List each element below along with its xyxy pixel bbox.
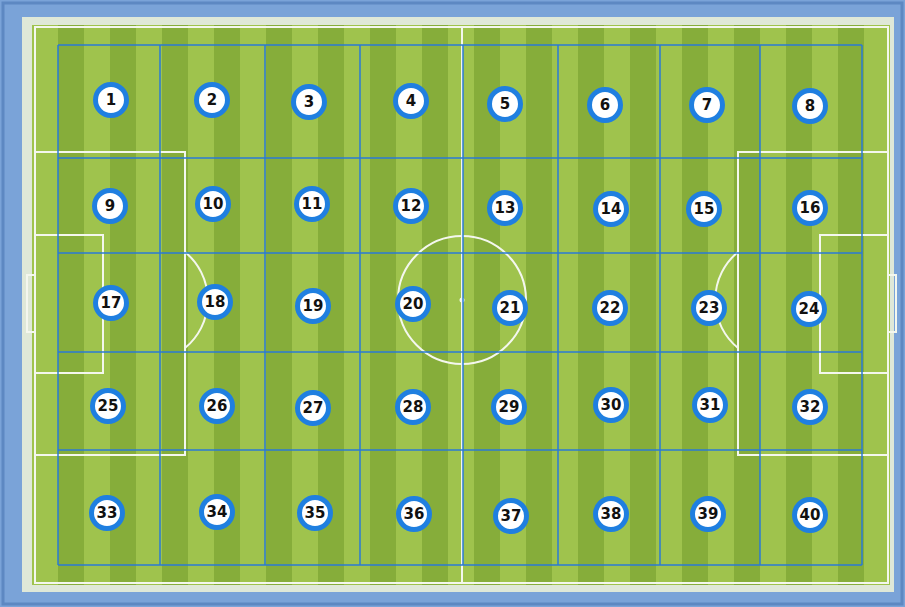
zone-number: 22 <box>600 301 621 316</box>
zone-number: 19 <box>303 299 324 314</box>
position-circle: 3 <box>291 84 327 120</box>
zone-number: 26 <box>207 399 228 414</box>
zone-number: 20 <box>403 297 424 312</box>
zone-number: 24 <box>799 302 820 317</box>
position-circle: 13 <box>487 190 523 226</box>
position-circle: 16 <box>792 190 828 226</box>
position-circle: 31 <box>692 387 728 423</box>
zone-number: 3 <box>304 95 314 110</box>
zone-number: 2 <box>207 93 217 108</box>
position-circle: 1 <box>93 82 129 118</box>
position-circle: 40 <box>792 497 828 533</box>
position-circle: 25 <box>90 388 126 424</box>
position-circle: 23 <box>691 290 727 326</box>
zone-number: 10 <box>203 197 224 212</box>
zone-number: 33 <box>97 506 118 521</box>
position-circle: 39 <box>690 496 726 532</box>
position-circle: 2 <box>194 82 230 118</box>
zone-number: 38 <box>601 507 622 522</box>
position-circle: 12 <box>393 188 429 224</box>
zone-number: 6 <box>600 98 610 113</box>
zone-number: 17 <box>101 296 122 311</box>
position-circle: 33 <box>89 495 125 531</box>
zone-number: 9 <box>105 199 115 214</box>
position-circle: 27 <box>295 390 331 426</box>
zone-number: 32 <box>800 400 821 415</box>
position-circle: 11 <box>294 186 330 222</box>
position-circle: 9 <box>92 188 128 224</box>
zone-number: 8 <box>805 99 815 114</box>
zone-number: 31 <box>700 398 721 413</box>
position-circle: 35 <box>297 495 333 531</box>
position-circle: 6 <box>587 87 623 123</box>
position-circle: 36 <box>396 496 432 532</box>
position-circle: 38 <box>593 496 629 532</box>
position-circle: 32 <box>792 389 828 425</box>
zone-number: 4 <box>406 94 416 109</box>
zone-number: 21 <box>500 301 521 316</box>
zone-number: 30 <box>601 398 622 413</box>
zone-number: 35 <box>305 506 326 521</box>
position-circle: 7 <box>689 87 725 123</box>
position-circle: 4 <box>393 83 429 119</box>
zone-number: 40 <box>800 508 821 523</box>
zone-number: 18 <box>205 295 226 310</box>
position-circle: 15 <box>686 191 722 227</box>
position-circle: 18 <box>197 284 233 320</box>
zone-number: 12 <box>401 199 422 214</box>
zone-number: 13 <box>495 201 516 216</box>
zone-number: 23 <box>699 301 720 316</box>
position-circle: 10 <box>195 186 231 222</box>
position-circle: 22 <box>592 290 628 326</box>
zone-number: 15 <box>694 202 715 217</box>
zone-number: 27 <box>303 401 324 416</box>
position-circle: 17 <box>93 285 129 321</box>
position-circle: 20 <box>395 286 431 322</box>
position-circle: 14 <box>593 191 629 227</box>
position-circle: 29 <box>491 389 527 425</box>
position-circle: 21 <box>492 290 528 326</box>
position-circle: 8 <box>792 88 828 124</box>
zone-number: 5 <box>500 97 510 112</box>
zone-number: 1 <box>106 93 116 108</box>
position-circle: 26 <box>199 388 235 424</box>
zone-number: 14 <box>601 202 622 217</box>
zone-number: 36 <box>404 507 425 522</box>
zone-number: 7 <box>702 98 712 113</box>
zone-number: 28 <box>403 400 424 415</box>
position-circle: 5 <box>487 86 523 122</box>
position-circle: 19 <box>295 288 331 324</box>
position-circle: 28 <box>395 389 431 425</box>
position-circle: 30 <box>593 387 629 423</box>
position-circle: 24 <box>791 291 827 327</box>
position-circle: 34 <box>199 494 235 530</box>
zone-number: 11 <box>302 197 323 212</box>
zone-number: 37 <box>501 509 522 524</box>
zone-number: 25 <box>98 399 119 414</box>
zone-number: 29 <box>499 400 520 415</box>
zone-number: 34 <box>207 505 228 520</box>
zone-number: 39 <box>698 507 719 522</box>
position-circle: 37 <box>493 498 529 534</box>
zone-number: 16 <box>800 201 821 216</box>
